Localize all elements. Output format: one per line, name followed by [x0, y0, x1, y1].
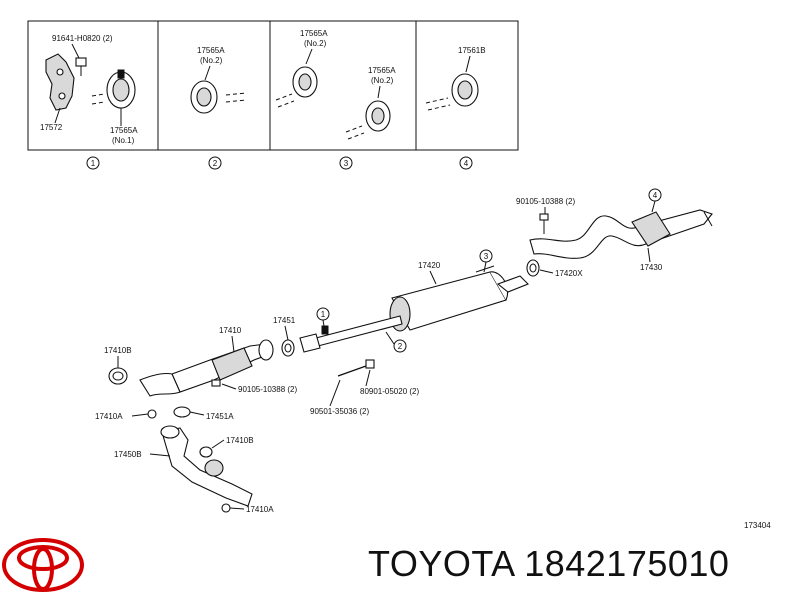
svg-text:3: 3 [344, 159, 349, 168]
bolt-icon [539, 213, 549, 234]
label-17410b-b: 17410B [226, 436, 254, 445]
label-17410a-a: 17410A [95, 412, 123, 421]
front-pipe-17410 [139, 339, 274, 397]
label-17410: 17410 [219, 326, 242, 335]
gasket-17410b-icon [108, 367, 128, 385]
panel-1-label-rubber-no: (No.1) [112, 136, 135, 145]
label-90501: 90501-35036 (2) [310, 407, 369, 416]
rubber-hanger-icon [190, 80, 218, 114]
panel-3-label-a-no: (No.2) [304, 39, 327, 48]
label-17451: 17451 [273, 316, 296, 325]
callout-3: 3 [479, 249, 493, 273]
panel-number-1: 1 [86, 156, 100, 170]
panel-2-label-no: (No.2) [200, 56, 223, 65]
rubber-hanger-icon [292, 66, 318, 98]
panel-4-label: 17561B [458, 46, 486, 55]
inset-panel-4: 17561B [425, 46, 486, 111]
gasket-17451a-icon [173, 406, 191, 418]
callout-1: 1 [316, 307, 330, 327]
label-90105-mid: 90105-10388 (2) [238, 385, 297, 394]
inset-panel-1: 91641-H0820 (2) 17572 17565A (No.1) [40, 34, 138, 145]
part-number: 1842175010 [524, 543, 730, 584]
inset-panel-box [27, 20, 519, 151]
svg-text:2: 2 [213, 159, 218, 168]
bolt-icon [75, 57, 87, 76]
front-pipe-17450b [160, 425, 253, 507]
tail-pipe-17430 [529, 209, 713, 259]
callout-4: 4 [648, 188, 662, 213]
nut-icon [147, 409, 157, 419]
svg-text:4: 4 [464, 159, 469, 168]
svg-text:1: 1 [91, 159, 96, 168]
nut-icon [221, 503, 231, 513]
label-17410b-a: 17410B [104, 346, 132, 355]
panel-number-3: 3 [339, 156, 353, 170]
callout-2: 2 [385, 331, 407, 353]
gasket-17410b-icon [199, 446, 213, 458]
svg-text:2: 2 [398, 342, 403, 351]
label-90105-top: 90105-10388 (2) [516, 197, 575, 206]
label-17420: 17420 [418, 261, 441, 270]
center-pipe [299, 315, 403, 353]
panel-3-label-b-no: (No.2) [371, 76, 394, 85]
muffler-17420 [389, 265, 529, 332]
panel-number-4: 4 [459, 156, 473, 170]
label-17410a-b: 17410A [246, 505, 274, 514]
brand-name: TOYOTA [368, 543, 514, 584]
diagram-code: 173404 [744, 521, 771, 530]
panel-1-label-bolt: 91641-H0820 (2) [52, 34, 113, 43]
panel-1-label-bracket: 17572 [40, 123, 63, 132]
label-17451a: 17451A [206, 412, 234, 421]
stud-bolt-icon [337, 359, 375, 377]
brand-part-number-title: TOYOTA 1842175010 [368, 543, 729, 585]
rubber-hanger-icon [106, 69, 136, 109]
panel-number-2: 2 [208, 156, 222, 170]
inset-panel-2: 17565A (No.2) [190, 46, 247, 114]
panel-3-label-a: 17565A [300, 29, 328, 38]
panel-3-label-b: 17565A [368, 66, 396, 75]
panel-1-label-rubber: 17565A [110, 126, 138, 135]
inset-panel-3: 17565A (No.2) 17565A (No.2) [275, 29, 396, 140]
bolt-icon [211, 379, 221, 387]
bracket-17572-icon [45, 53, 75, 111]
label-17430: 17430 [640, 263, 663, 272]
rubber-hanger-icon [451, 73, 479, 107]
svg-text:3: 3 [484, 252, 489, 261]
gasket-17451-icon [281, 339, 295, 357]
toyota-logo-icon [2, 538, 84, 592]
gasket-17420x-icon [526, 259, 540, 277]
rubber-hanger-icon [365, 100, 391, 132]
panel-2-label: 17565A [197, 46, 225, 55]
label-80901: 80901-05020 (2) [360, 387, 419, 396]
svg-text:1: 1 [321, 310, 326, 319]
label-17420x: 17420X [555, 269, 583, 278]
svg-text:4: 4 [653, 191, 658, 200]
label-17450b: 17450B [114, 450, 142, 459]
